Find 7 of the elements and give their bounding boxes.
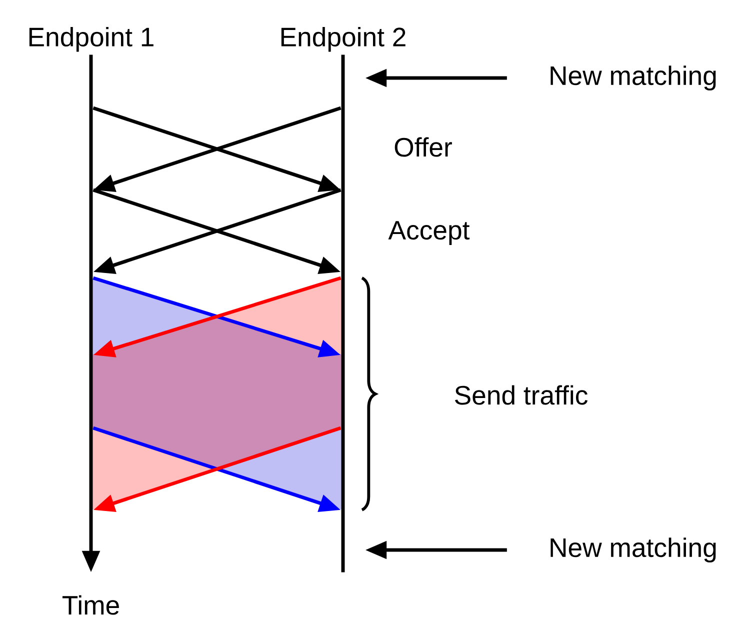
- annotation-text: New matching: [550, 66, 716, 90]
- text-label: Accept: [388, 221, 470, 245]
- annotation-text: New matching: [550, 538, 716, 562]
- text-label: Send traffic: [455, 385, 588, 405]
- node-label: Endpoint 1: [29, 26, 154, 52]
- text-label: Time: [62, 595, 119, 615]
- text-label: Offer: [394, 137, 452, 157]
